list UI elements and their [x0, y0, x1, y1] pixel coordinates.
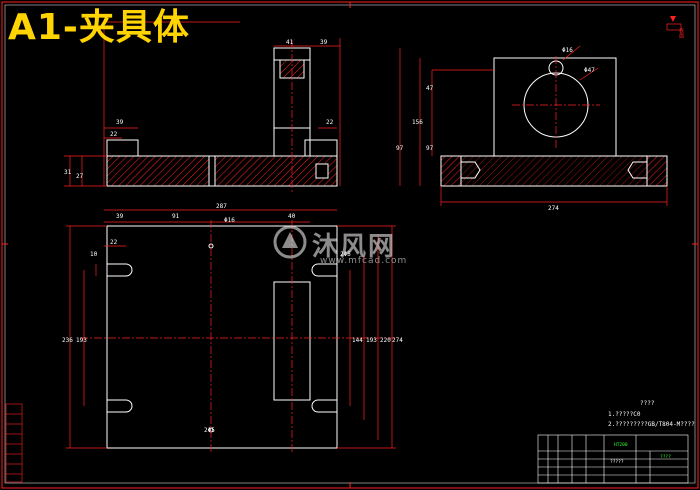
- top-outline: [106, 225, 338, 449]
- dim-front-39a: 39: [320, 39, 328, 46]
- dim-top-22: 22: [110, 239, 118, 246]
- dim-side-156: 156: [412, 119, 423, 126]
- dim-top-193-left: 193: [76, 337, 87, 344]
- tech-notes-heading: ????: [640, 400, 655, 407]
- dim-side-274: 274: [548, 205, 559, 212]
- dim-side-phi16: Φ16: [562, 47, 573, 54]
- dim-top-40: 40: [288, 213, 296, 220]
- tech-notes-line2: 2.?????????GB/T804-M????: [608, 421, 695, 428]
- margin-table: [5, 403, 23, 483]
- top-slot-upper-left: [107, 263, 133, 277]
- front-base-section: [106, 155, 338, 187]
- dim-top-220: 220: [380, 337, 391, 344]
- dim-front-27: 27: [76, 173, 84, 180]
- top-slot-upper-right: [311, 263, 337, 277]
- dim-front-31: 31: [64, 169, 72, 176]
- drawing-title: A1-夹具体: [8, 7, 190, 48]
- side-view: [440, 56, 668, 187]
- top-column: [273, 281, 311, 401]
- top-dimensions: [66, 209, 396, 449]
- side-dimensions: [419, 45, 668, 206]
- top-slot-lower-right: [311, 399, 337, 413]
- dim-top-2phi5-upper: 2Φ5: [340, 251, 351, 258]
- dim-top-39: 39: [116, 213, 124, 220]
- watermark-logo-icon: [273, 225, 307, 259]
- dim-front-22a: 22: [110, 131, 118, 138]
- title-block-drawing: ????: [660, 455, 671, 460]
- dim-front-39b: 39: [116, 119, 124, 126]
- dim-top-91: 91: [172, 213, 180, 220]
- dim-front-97: 97: [396, 145, 404, 152]
- dim-top-274: 274: [392, 337, 403, 344]
- dim-front-41: 41: [286, 39, 294, 46]
- watermark-url: www.mfcad.com: [320, 256, 408, 266]
- dim-top-193-right: 193: [366, 337, 377, 344]
- dim-top-phi16: Φ16: [224, 217, 235, 224]
- corner-note: 表面: [678, 28, 684, 38]
- title-block-company: ?????: [610, 460, 624, 465]
- corner-mark: [666, 16, 682, 31]
- dim-top-236: 236: [62, 337, 73, 344]
- side-block: [493, 57, 617, 157]
- dim-side-47: 47: [426, 85, 434, 92]
- title-block: [537, 434, 689, 484]
- top-slot-lower-left: [107, 399, 133, 413]
- front-view: [106, 40, 338, 192]
- top-view: [80, 220, 395, 452]
- title-block-material: HT200: [614, 443, 628, 448]
- watermark: 沐风网 www.mfcad.com: [312, 226, 406, 266]
- dim-side-97: 97: [426, 145, 434, 152]
- dim-top-287: 287: [216, 203, 227, 210]
- dim-side-phi47: Φ47: [584, 67, 595, 74]
- tech-notes-line1: 1.?????C0: [608, 411, 641, 418]
- dim-front-22b: 22: [326, 119, 334, 126]
- dim-top-144: 144: [352, 337, 363, 344]
- dim-top-10: 10: [90, 251, 98, 258]
- watermark-brand: 沐风网: [312, 232, 397, 262]
- dimension-texts: 41 39 39 22 22 97 31 27 Φ16 Φ47 47 156 9…: [62, 39, 595, 434]
- front-dimensions: [64, 21, 401, 187]
- dim-top-2phi5-lower: 2Φ5: [204, 427, 215, 434]
